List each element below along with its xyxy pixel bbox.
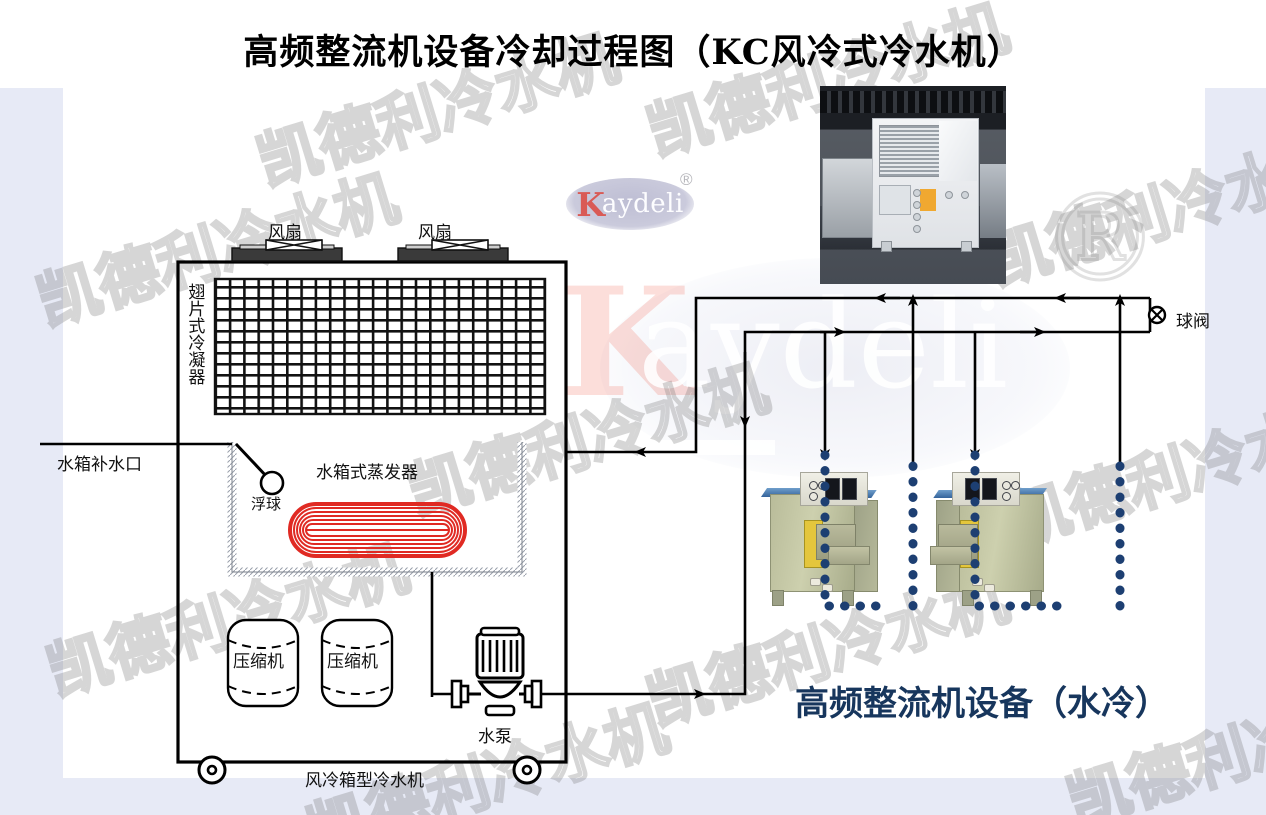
water-tank-outline	[231, 442, 523, 573]
photo-knob	[913, 213, 921, 221]
supply-riser-top	[743, 330, 1150, 425]
brand-logo-badge: K aydeli	[566, 178, 694, 230]
air-cooled-chiller-photo	[820, 86, 1006, 284]
brand-letter-k: K	[576, 184, 605, 224]
compressor-right	[320, 618, 394, 708]
chiller-caption: 风冷箱型冷水机	[305, 771, 424, 791]
photo-caster	[881, 241, 892, 252]
photo-background-shelf	[820, 91, 1006, 113]
unit-dial[interactable]	[1011, 481, 1020, 490]
rectifier-unit-right	[930, 472, 1052, 608]
chiller-caster-right	[512, 755, 542, 785]
ball-valve-icon[interactable]	[1147, 305, 1167, 325]
photo-knob	[913, 201, 921, 209]
photo-background-cabinet	[980, 164, 1006, 238]
unit-dial[interactable]	[809, 481, 818, 490]
condenser-label: 翅片式冷凝器	[184, 283, 205, 385]
unit-leg	[772, 590, 784, 606]
supply-riser	[700, 425, 747, 696]
fan-right-label: 风扇	[418, 223, 452, 243]
unit-busbar-plate	[930, 546, 972, 565]
photo-knob	[945, 191, 953, 199]
photo-caster	[961, 241, 972, 252]
page-header-panel	[0, 0, 1266, 88]
hose-supply-1	[820, 450, 895, 611]
unit-water-nozzle	[984, 584, 995, 592]
photo-control-panel	[879, 185, 911, 215]
unit-busbar-plate	[828, 546, 870, 565]
fan-left	[231, 239, 343, 262]
photo-unit-top	[939, 121, 977, 181]
flexible-hoses	[820, 450, 1125, 611]
compressor-left	[226, 618, 300, 708]
hose-supply-2	[970, 450, 1065, 611]
photo-knob	[913, 189, 921, 197]
water-pump	[450, 626, 543, 717]
makeup-port-label: 水箱补水口	[57, 455, 142, 475]
fan-left-label: 风扇	[268, 223, 302, 243]
pump-label: 水泵	[478, 727, 512, 747]
photo-chiller-unit	[872, 118, 979, 252]
photo-knob	[913, 225, 921, 233]
fan-right	[397, 239, 509, 262]
return-header-line	[634, 296, 1150, 457]
float-ball	[259, 470, 285, 496]
chiller-cabinet-outline	[176, 260, 568, 764]
float-ball-arm	[234, 442, 270, 480]
photo-yellow-label	[920, 189, 936, 211]
ball-valve-label: 球阀	[1176, 312, 1210, 332]
unit-display	[982, 478, 997, 500]
unit-display	[842, 478, 857, 500]
finned-condenser	[213, 277, 547, 416]
equipment-caption: 高频整流机设备（水冷）	[795, 684, 1169, 724]
unit-dial[interactable]	[1002, 492, 1011, 501]
unit-dial[interactable]	[809, 492, 818, 501]
registered-mark: ®	[680, 170, 693, 189]
unit-water-nozzle	[810, 578, 821, 586]
photo-condenser-grille	[879, 125, 943, 177]
brand-wordmark: aydeli	[601, 189, 684, 219]
float-ball-label: 浮球	[251, 495, 282, 513]
compressor-left-label: 压缩机	[233, 652, 284, 672]
evaporator-label: 水箱式蒸发器	[316, 463, 418, 483]
photo-knob	[961, 191, 969, 199]
unit-dial[interactable]	[1002, 481, 1011, 490]
chiller-caster-left	[197, 755, 227, 785]
page-title: 高频整流机设备冷却过程图（KC风冷式冷水机）	[243, 32, 1023, 73]
compressor-right-label: 压缩机	[327, 652, 378, 672]
evaporator-coil	[288, 502, 467, 558]
